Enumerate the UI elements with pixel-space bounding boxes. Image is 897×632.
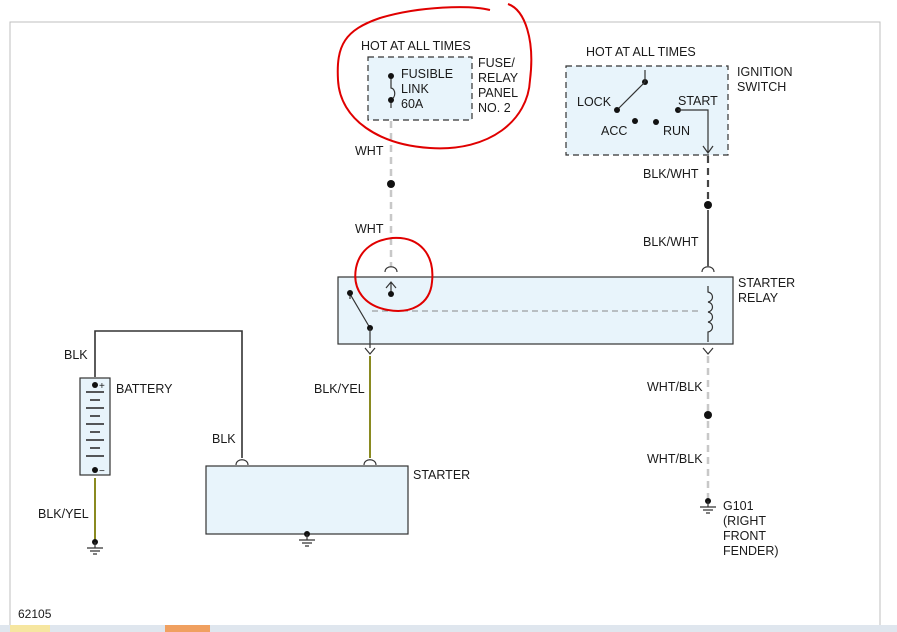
label-blkyel-1: BLK/YEL (314, 382, 365, 396)
taskbar-segment-orange (165, 625, 210, 632)
label-wht-1: WHT (355, 144, 384, 158)
battery-box (79, 377, 111, 476)
ign-lock-contact (614, 107, 620, 113)
splice-blkwht (704, 201, 712, 209)
label-battery: BATTERY (116, 382, 173, 396)
splice-wht (387, 180, 395, 188)
diagram-frame (9, 21, 881, 625)
battery-minus-terminal (92, 467, 98, 473)
label-battery-minus: − (99, 466, 105, 477)
ign-acc-contact (632, 118, 638, 124)
label-blkyel-2: BLK/YEL (38, 507, 89, 521)
wire-blk-battery (94, 330, 243, 458)
starter-box (205, 465, 409, 535)
label-blk-1: BLK (64, 348, 88, 362)
battery-ground-icon (87, 542, 103, 555)
battery-plus-terminal (92, 382, 98, 388)
relay-input-connector (384, 266, 398, 273)
label-fuse-panel-4: NO. 2 (478, 101, 511, 115)
label-fuse-panel-2: RELAY (478, 71, 519, 85)
label-wht-2: WHT (355, 222, 384, 236)
relay-input-terminal (388, 291, 394, 297)
label-starter: STARTER (413, 468, 470, 482)
label-starter-relay-2: RELAY (738, 291, 779, 305)
starter-ground-icon (299, 534, 315, 547)
label-figure-number: 62105 (18, 607, 52, 621)
label-whtblk-2: WHT/BLK (647, 452, 703, 466)
ign-switch-arm (616, 70, 646, 111)
label-g101-fender: FENDER) (723, 544, 779, 558)
fusible-link-terminal-bottom (388, 97, 394, 103)
label-link: LINK (401, 82, 429, 96)
label-hot-at-all-times-ign: HOT AT ALL TIMES (586, 45, 696, 59)
red-circle-fuse-annotation (336, 3, 533, 150)
label-lock: LOCK (577, 95, 612, 109)
bottom-taskbar-strip (0, 625, 897, 632)
label-60a: 60A (401, 97, 424, 111)
ign-start-line (678, 109, 714, 155)
label-whtblk-1: WHT/BLK (647, 380, 703, 394)
label-battery-plus: + (99, 381, 105, 392)
label-acc: ACC (601, 124, 627, 138)
relay-coil-connector-bottom (702, 347, 714, 355)
battery-plates (86, 391, 104, 457)
label-blk-2: BLK (212, 432, 236, 446)
label-g101-right: (RIGHT (723, 514, 766, 528)
fusible-link-terminal-top (388, 73, 394, 79)
relay-switch-contact (347, 290, 353, 296)
label-fuse-panel-3: PANEL (478, 86, 518, 100)
ign-run-contact (653, 119, 659, 125)
label-g101: G101 (723, 499, 754, 513)
label-start: START (678, 94, 718, 108)
red-circle-relay-annotation (354, 236, 434, 312)
relay-switch-lead (364, 328, 376, 355)
starter-batt-connector (235, 459, 249, 466)
label-g101-front: FRONT (723, 529, 766, 543)
fuse-panel-box (367, 56, 473, 121)
label-run: RUN (663, 124, 690, 138)
relay-coil (707, 286, 714, 342)
relay-coil-connector-top (701, 266, 715, 273)
label-blkwht-2: BLK/WHT (643, 235, 699, 249)
taskbar-segment-yellow (10, 625, 50, 632)
label-fusible: FUSIBLE (401, 67, 453, 81)
g101-ground-icon (700, 501, 716, 514)
label-switch: SWITCH (737, 80, 786, 94)
label-starter-relay-1: STARTER (738, 276, 795, 290)
splice-whtblk (704, 411, 712, 419)
label-ignition: IGNITION (737, 65, 793, 79)
label-hot-at-all-times-fuse: HOT AT ALL TIMES (361, 39, 471, 53)
label-blkwht-1: BLK/WHT (643, 167, 699, 181)
starter-relay-connector (363, 459, 377, 466)
label-fuse-panel-1: FUSE/ (478, 56, 515, 70)
